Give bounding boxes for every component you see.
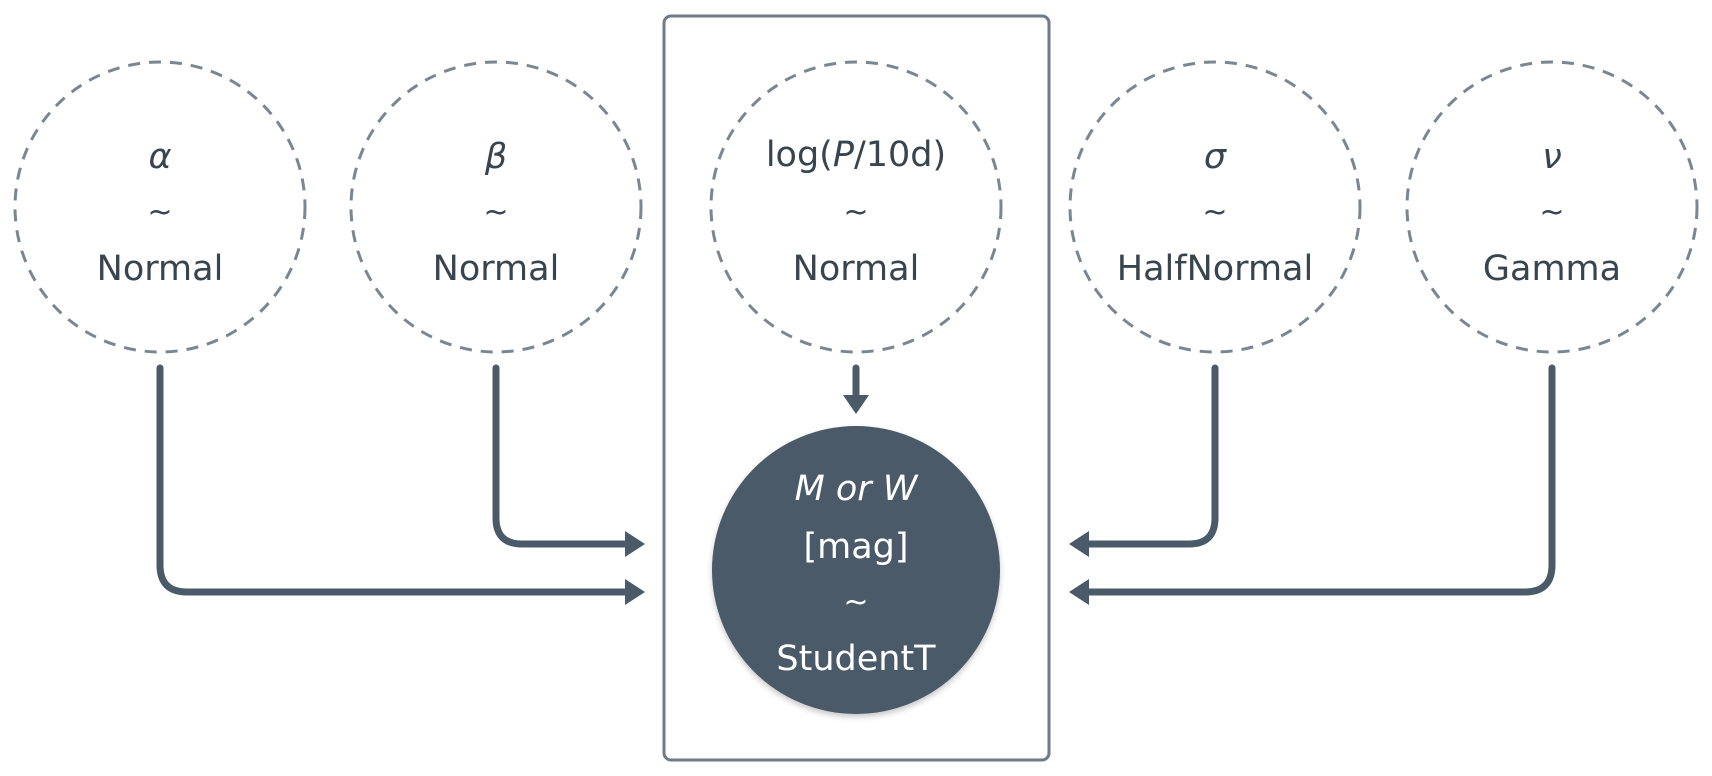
node-alpha-distribution: Normal [97,249,224,289]
node-beta-distribution: Normal [433,249,560,289]
node-logp-italic: P [833,135,855,175]
node-beta: β ~ Normal [349,60,643,354]
node-magnitude-circle [712,426,1000,714]
node-logp-symbol: log(P/10d) [766,135,946,175]
edge-nu-to-magnitude [1080,364,1556,596]
edges [156,364,1556,605]
edge-alpha-to-magnitude [156,364,634,596]
node-logp-circle [709,60,1003,354]
node-sigma: σ ~ HalfNormal [1068,60,1362,354]
node-sigma-symbol: σ [1204,137,1228,177]
node-sigma-distribution: HalfNormal [1117,249,1313,289]
node-sigma-circle [1068,60,1362,354]
node-logp-suffix: /10d) [854,135,946,175]
node-logp-prefix: log( [766,135,833,175]
node-sigma-tilde: ~ [1202,195,1227,230]
node-alpha-symbol: α [148,137,171,177]
edge-beta-to-magnitude [492,364,634,548]
arrowhead-beta [625,531,645,557]
node-magnitude: M or W [mag] ~ StudentT [712,426,1000,714]
node-beta-tilde: ~ [483,195,508,230]
node-magnitude-tilde: ~ [843,585,868,620]
node-nu-tilde: ~ [1539,195,1564,230]
node-logp-tilde: ~ [843,195,868,230]
arrowhead-alpha [625,579,645,605]
node-alpha-tilde: ~ [147,195,172,230]
node-alpha: α ~ Normal [13,60,307,354]
node-beta-symbol: β [484,137,507,177]
node-nu-symbol: ν [1542,137,1562,177]
node-beta-circle [349,60,643,354]
node-magnitude-unit: [mag] [803,527,908,567]
node-nu-distribution: Gamma [1483,249,1621,289]
edge-sigma-to-magnitude [1080,364,1219,548]
node-magnitude-symbol: M or W [795,469,919,509]
node-alpha-circle [13,60,307,354]
plate-box [662,14,1051,762]
arrowhead-logp [843,395,869,414]
arrowhead-sigma [1069,531,1089,557]
node-magnitude-distribution: StudentT [776,639,936,679]
node-nu: ν ~ Gamma [1405,60,1699,354]
arrowhead-nu [1069,579,1089,605]
node-logp: log(P/10d) ~ Normal [709,60,1003,354]
node-logp-distribution: Normal [793,249,920,289]
node-nu-circle [1405,60,1699,354]
